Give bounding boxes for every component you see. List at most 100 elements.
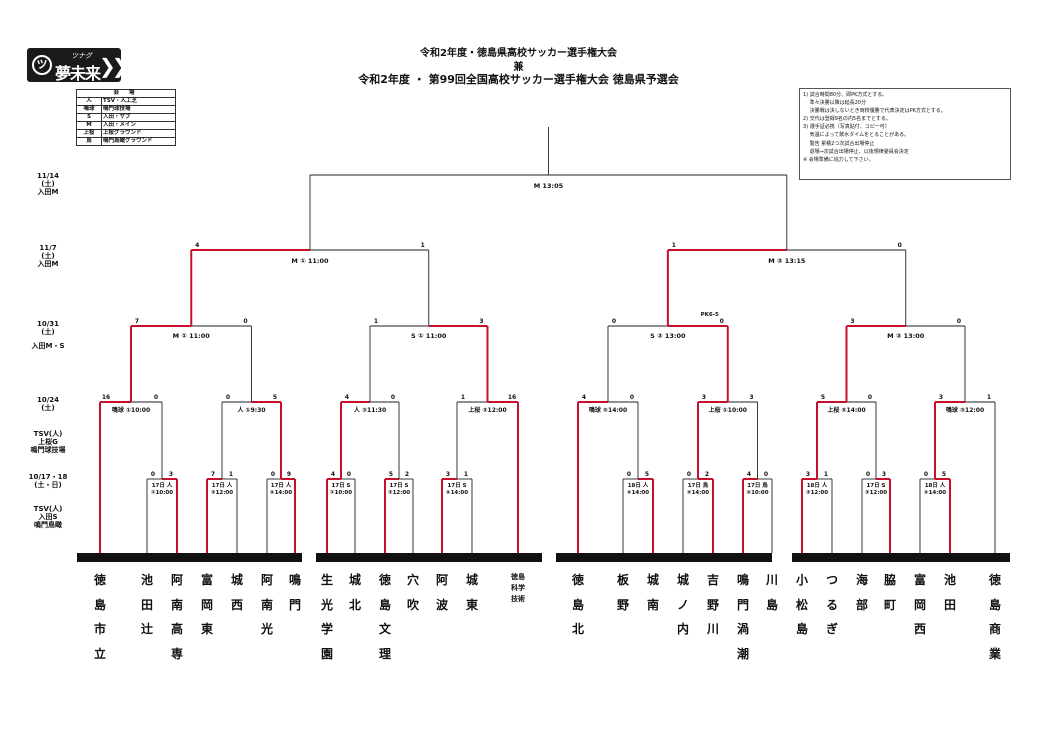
score-right: 0 xyxy=(764,471,768,478)
team-name: 池田辻 xyxy=(140,573,153,636)
score-left: 4 xyxy=(331,471,335,478)
note-line: 気温によって飲水タイムをとることがある。 xyxy=(803,132,910,139)
match-label: 人 ③11:30 xyxy=(354,406,386,414)
score-right: 0 xyxy=(720,318,724,325)
match-label: ①10:00 xyxy=(151,490,173,496)
rules-notes: 1) 試合時間80分、即PK方式とする。 準々決勝以降は延長20分 決勝戦は決し… xyxy=(799,88,1011,180)
round-date: 11/7 xyxy=(39,244,57,252)
match-label: 上桜 ③12:00 xyxy=(468,406,506,414)
score-left: 1 xyxy=(461,394,465,401)
match-label: 17日 S xyxy=(389,482,408,489)
title-line3: 令和2年度 ・ 第99回全国高校サッカー選手権大会 徳島県予選会 xyxy=(358,73,679,86)
team-name: 阿南光 xyxy=(260,573,273,636)
team-name: つるぎ xyxy=(825,573,838,636)
team-name: 城南 xyxy=(646,573,659,612)
score-right: 1 xyxy=(421,242,425,249)
team-name: 富岡西 xyxy=(913,573,926,636)
score-right: 3 xyxy=(479,318,483,325)
score-left: 0 xyxy=(627,471,631,478)
score-left: 1 xyxy=(374,318,378,325)
round-date: 11/14 xyxy=(36,172,60,180)
team-name: 池田 xyxy=(943,573,956,612)
match-label: ⑤10:00 xyxy=(746,490,768,496)
match-label: S ① 11:00 xyxy=(411,332,447,340)
note-line: 退場⇒次試合出場停止、以後規律委員会決定 xyxy=(803,148,909,155)
round-day: (土) xyxy=(41,404,55,412)
match-label: ①10:00 xyxy=(330,490,352,496)
group-bar xyxy=(556,553,772,562)
match-label: 上桜 ⑤14:00 xyxy=(827,406,865,414)
note-line: 2) 交代は登録9名の内5名までとする。 xyxy=(803,116,891,123)
match-label: 17日 人 xyxy=(271,481,292,489)
team-name: 穴吹 xyxy=(406,573,419,612)
match-label: ⑤14:00 xyxy=(924,490,946,496)
score-right: 5 xyxy=(273,394,277,401)
team-name: 富岡東 xyxy=(200,573,213,636)
match-label: 17日 S xyxy=(331,482,350,489)
score-right: 3 xyxy=(882,471,886,478)
round-day: 上桜G xyxy=(38,438,58,446)
round-venue: 鳴門鳥瞰 xyxy=(34,521,62,529)
match-label: ③12:00 xyxy=(388,490,410,496)
team-name: 川島 xyxy=(765,573,778,612)
round-label-r1: 10/17・18 (土・日) xyxy=(22,473,74,489)
group-bar xyxy=(77,553,302,562)
round-date: 10/17・18 xyxy=(28,473,68,481)
score-right: 1 xyxy=(229,471,233,478)
score-left: 0 xyxy=(924,471,928,478)
team-name: 吉野川 xyxy=(706,573,719,636)
score-left: 3 xyxy=(939,394,943,401)
score-right: 2 xyxy=(705,471,709,478)
team-name: 生光学園 xyxy=(320,573,333,661)
team-name: 阿波 xyxy=(435,573,448,612)
score-right: 0 xyxy=(957,318,961,325)
round-date: TSV(人) xyxy=(33,430,63,438)
match-label: M ③ 13:15 xyxy=(768,257,806,265)
group-bar xyxy=(316,553,542,562)
team-name: 脇町 xyxy=(883,573,896,612)
round-date: 10/31 xyxy=(36,320,60,328)
match-label: ③12:00 xyxy=(865,490,887,496)
match-label: 鳴球 ①10:00 xyxy=(112,406,150,414)
round-date: TSV(人) xyxy=(33,505,63,513)
team-name: 鳴門 xyxy=(288,573,301,612)
match-label: ③12:00 xyxy=(211,490,233,496)
team-name: 徳島北 xyxy=(571,573,584,636)
team-name: 阿南高専 xyxy=(170,573,183,661)
venue-value: 鳴門鳥瞰グラウンド xyxy=(101,137,176,146)
match-label: 18日 人 xyxy=(925,481,946,489)
round-label-r2: 10/24 (土) xyxy=(28,396,68,412)
match-label: 18日 人 xyxy=(807,481,828,489)
note-line: 3) 選手証必携（写真貼付、コピー可） xyxy=(803,124,890,131)
score-left: 5 xyxy=(389,471,393,478)
score-right: 0 xyxy=(898,242,902,249)
score-right: 0 xyxy=(391,394,395,401)
score-right: 0 xyxy=(630,394,634,401)
match-label: ⑤14:00 xyxy=(627,490,649,496)
score-left: 7 xyxy=(135,318,139,325)
score-right: 1 xyxy=(464,471,468,478)
note-line: 1) 試合時間80分、即PK方式とする。 xyxy=(803,92,888,98)
match-label: 上桜 ①10:00 xyxy=(709,406,747,414)
round-day: (土・日) xyxy=(34,481,62,489)
match-label: 17日 S xyxy=(866,482,885,489)
round-label-semi: 11/7 (土) 入田M xyxy=(28,244,68,268)
round-label-r1-venues: TSV(人) 入田S 鳴門鳥瞰 xyxy=(22,505,74,529)
score-left: 4 xyxy=(747,471,751,478)
match-label: S ③ 13:00 xyxy=(650,332,686,340)
score-left: 0 xyxy=(612,318,616,325)
round-day: 入田S xyxy=(38,513,58,521)
match-label: 18日 人 xyxy=(628,481,649,489)
team-name: 小松島 xyxy=(795,573,808,636)
logo-ruby: ツナグ xyxy=(71,52,92,60)
score-left: 16 xyxy=(102,394,110,401)
score-left: 0 xyxy=(271,471,275,478)
match-label: ⑤14:00 xyxy=(270,490,292,496)
round-date: 10/24 xyxy=(36,396,60,404)
match-label: 人 ①9:30 xyxy=(237,406,265,414)
score-right: 16 xyxy=(508,394,516,401)
score-left: 4 xyxy=(195,242,199,249)
